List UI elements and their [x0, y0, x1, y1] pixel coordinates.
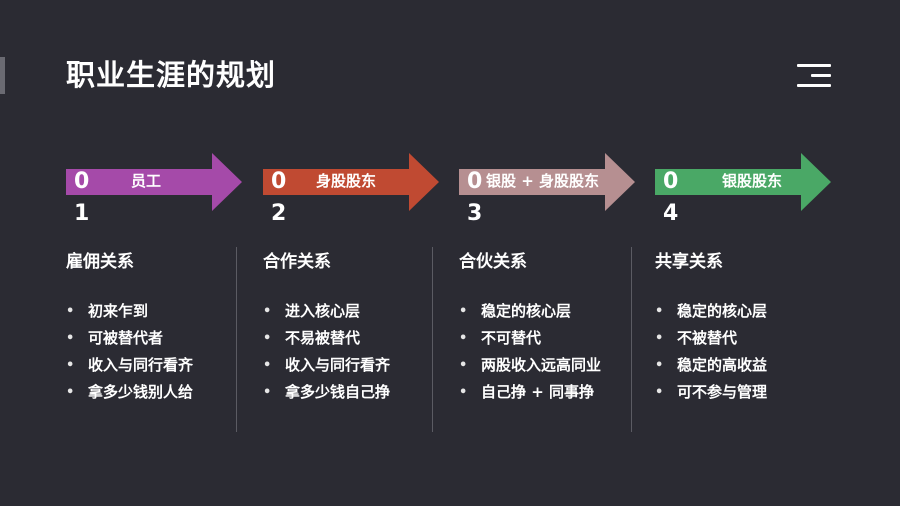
stage-role-label: 员工: [131, 172, 162, 190]
menu-icon-line: [811, 74, 831, 77]
stage-number-bottom: 2: [271, 201, 287, 226]
stage-number-bottom: 1: [74, 201, 90, 226]
stage-number-bottom: 3: [467, 201, 483, 226]
stage-arrow: [459, 153, 635, 211]
column-divider: [236, 247, 237, 432]
stage-number-top: 0: [663, 169, 679, 194]
stage-bullet-item: 拿多少钱别人给: [66, 379, 193, 406]
stage-bullet-item: 两股收入远高同业: [459, 352, 601, 379]
stage-bullet-item: 拿多少钱自己挣: [263, 379, 390, 406]
stage-role-label: 银股股东: [722, 172, 783, 190]
stage-heading: 雇佣关系: [66, 252, 134, 272]
stage-number-top: 0: [271, 169, 287, 194]
stage-role-label: 银股 + 身股股东: [486, 172, 600, 190]
column-divider: [432, 247, 433, 432]
stage-bullet-item: 可不参与管理: [655, 379, 767, 406]
menu-icon[interactable]: [797, 64, 831, 88]
stage-arrow: [66, 153, 242, 211]
stage-number-top: 0: [74, 169, 90, 194]
stage-arrow: [655, 153, 831, 211]
stage-bullet-list: 进入核心层 不易被替代 收入与同行看齐 拿多少钱自己挣: [263, 298, 390, 406]
column-divider: [631, 247, 632, 432]
left-accent-bar: [0, 57, 5, 94]
stage-bullet-item: 收入与同行看齐: [66, 352, 193, 379]
stage-bullet-item: 不被替代: [655, 325, 767, 352]
stage-bullet-list: 稳定的核心层 不可替代 两股收入远高同业 自己挣 + 同事挣: [459, 298, 601, 406]
stage-bullet-item: 初来乍到: [66, 298, 193, 325]
stage-bullet-item: 可被替代者: [66, 325, 193, 352]
stage-bullet-item: 不易被替代: [263, 325, 390, 352]
stage-bullet-item: 进入核心层: [263, 298, 390, 325]
stage-bullet-item: 不可替代: [459, 325, 601, 352]
stage-bullet-item: 稳定的核心层: [459, 298, 601, 325]
stage-bullet-item: 稳定的高收益: [655, 352, 767, 379]
stage-bullet-item: 自己挣 + 同事挣: [459, 379, 601, 406]
stage-bullet-list: 稳定的核心层 不被替代 稳定的高收益 可不参与管理: [655, 298, 767, 406]
stage-bullet-item: 稳定的核心层: [655, 298, 767, 325]
stage-bullet-list: 初来乍到 可被替代者 收入与同行看齐 拿多少钱别人给: [66, 298, 193, 406]
stage-arrow: [263, 153, 439, 211]
stage-bullet-item: 收入与同行看齐: [263, 352, 390, 379]
stage-number-bottom: 4: [663, 201, 679, 226]
stage-heading: 共享关系: [655, 252, 723, 272]
menu-icon-line: [797, 64, 831, 67]
stage-role-label: 身股股东: [316, 172, 377, 190]
stage-heading: 合作关系: [263, 252, 331, 272]
menu-icon-line: [797, 84, 831, 87]
page-title: 职业生涯的规划: [66, 58, 277, 92]
stage-number-top: 0: [467, 169, 483, 194]
stage-heading: 合伙关系: [459, 252, 527, 272]
